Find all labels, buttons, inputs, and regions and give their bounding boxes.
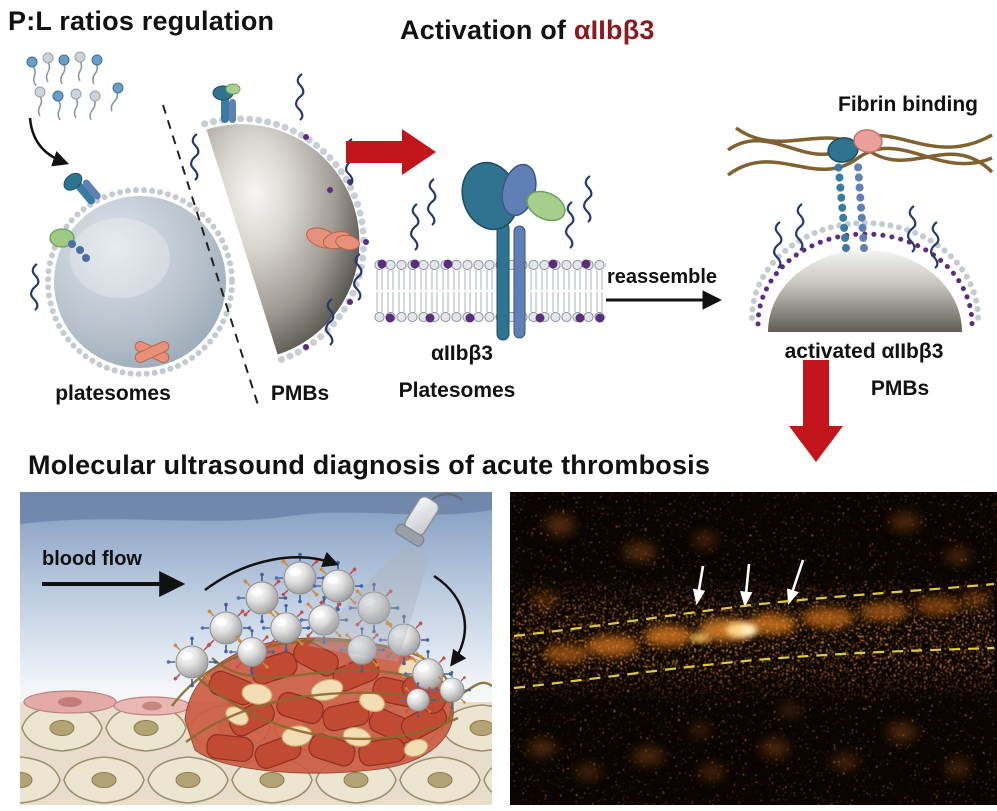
fibrin-binding-label: Fibrin binding bbox=[838, 93, 978, 116]
speckle-layer-band bbox=[512, 580, 995, 702]
ultrasound-beam bbox=[308, 546, 430, 662]
pmb-membrane-dots bbox=[303, 134, 369, 350]
activated-integrin bbox=[827, 129, 883, 252]
ultrasound-image-panel bbox=[510, 492, 997, 805]
bilayer-membrane bbox=[374, 258, 606, 324]
annotation-arrow-1 bbox=[692, 565, 706, 606]
annotation-arrows bbox=[692, 559, 805, 608]
pmb-integrin bbox=[212, 83, 241, 123]
lipid-micelles bbox=[25, 51, 125, 122]
flow-curve-arrow-left bbox=[204, 551, 340, 592]
pl-ratios-title: P:L ratios regulation bbox=[8, 6, 275, 36]
integrin-aiibb3 bbox=[461, 161, 566, 341]
ultrasound-transducer-icon bbox=[395, 492, 464, 547]
integrin-label: αIIbβ3 bbox=[431, 342, 493, 365]
pmbs-label-right: PMBs bbox=[870, 377, 930, 400]
dashed-divider bbox=[162, 104, 259, 406]
red-arrow-down-icon bbox=[789, 360, 843, 462]
red-arrow-right-icon bbox=[346, 129, 436, 175]
vessel-dashed-line-upper bbox=[513, 582, 995, 638]
annotation-arrow-3 bbox=[787, 559, 805, 605]
platesome-integrin bbox=[63, 172, 101, 205]
pmb-dome bbox=[749, 220, 981, 332]
platesome-protein-salmon bbox=[134, 341, 170, 363]
vessel-bright-core bbox=[690, 622, 758, 643]
activation-title-prefix: Activation of bbox=[400, 15, 574, 45]
pmb-protein-salmon bbox=[306, 227, 360, 251]
pmbs-label-left: PMBs bbox=[270, 382, 330, 405]
micelle-to-sphere-arrow-icon bbox=[28, 117, 70, 167]
activation-title: Activation of αIIbβ3 bbox=[400, 15, 655, 46]
activation-title-target: αIIbβ3 bbox=[573, 15, 655, 45]
blood-flow-label: blood flow bbox=[42, 548, 142, 570]
flow-curve-arrow-right bbox=[433, 574, 467, 667]
annotation-arrow-2 bbox=[740, 563, 753, 608]
platesome-sphere bbox=[30, 132, 235, 377]
vessel-dashed-line-lower bbox=[513, 646, 995, 690]
pmb-half-sphere bbox=[201, 72, 369, 364]
platesomes-mid-label: Platesomes bbox=[398, 379, 516, 402]
ultrasound-diagnosis-title: Molecular ultrasound diagnosis of acute … bbox=[28, 450, 711, 480]
thrombosis-illustration-panel bbox=[20, 492, 492, 805]
activated-endothelial-cells bbox=[23, 690, 191, 716]
platesome-protein-green bbox=[49, 228, 90, 262]
activated-integrin-label: activated αIIbβ3 bbox=[784, 340, 944, 363]
reassemble-label: reassemble bbox=[606, 266, 718, 288]
platesomes-label: platesomes bbox=[55, 382, 171, 405]
